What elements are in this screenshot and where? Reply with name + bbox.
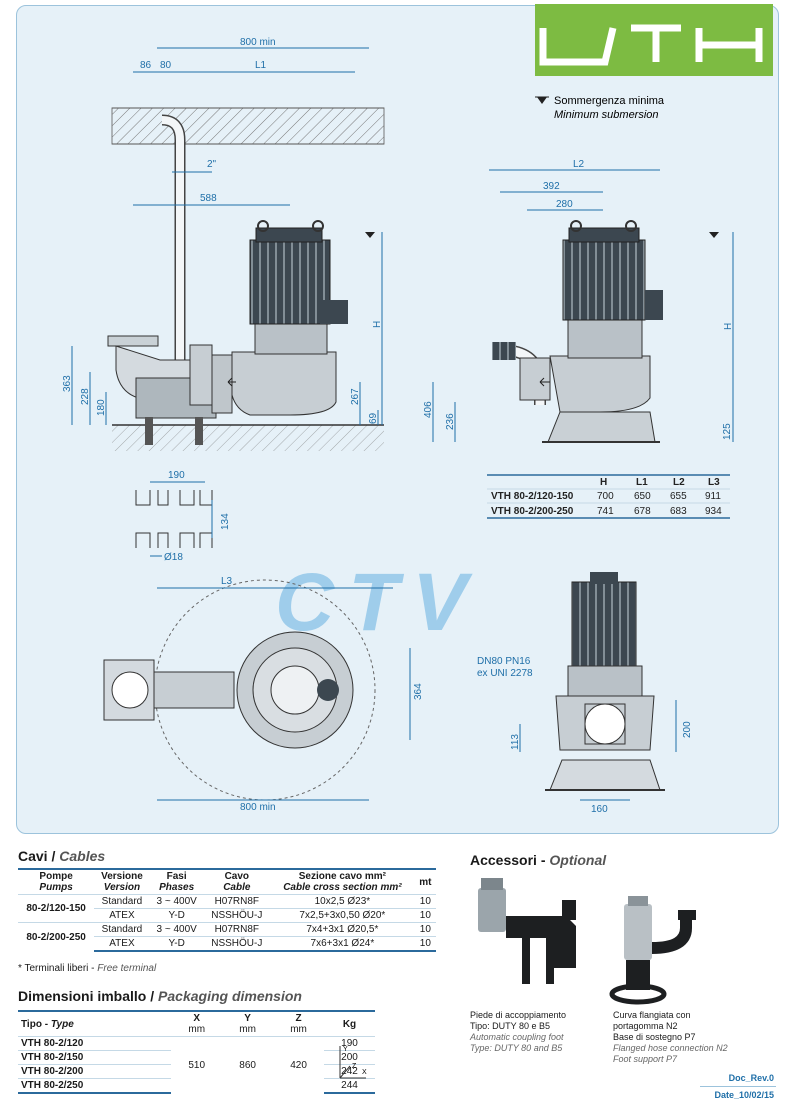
dim-L1: L1 <box>255 60 267 71</box>
xyz-axes-icon: Y Z X <box>339 1046 367 1079</box>
doc-date: Date_10/02/15 <box>714 1090 774 1100</box>
uni-label: ex UNI 2278 <box>477 668 533 679</box>
dim-80: 80 <box>160 60 172 71</box>
dim-363: 363 <box>62 375 73 392</box>
accessories-title: Accessori - Optional <box>470 852 607 868</box>
hl-cell: 911 <box>705 491 721 502</box>
bracket-detail: 190 134 Ø18 <box>135 470 231 563</box>
vth-logo <box>535 4 773 76</box>
dim-180: 180 <box>96 399 107 416</box>
dim-125: 125 <box>722 423 733 440</box>
dim-113: 113 <box>510 734 521 750</box>
dn80-label: DN80 PN16 <box>477 656 531 667</box>
dim-H-left: H <box>372 321 383 328</box>
accessory-2-caption: Curva flangiata con portagomma N2 Base d… <box>613 1010 728 1064</box>
hl-header-L3: L3 <box>708 477 720 488</box>
dim-86: 86 <box>140 60 152 71</box>
dim-228: 228 <box>80 388 91 405</box>
side-view-right: L2 392 280 H 406 236 125 <box>423 159 734 443</box>
dim-190: 190 <box>168 470 185 481</box>
dim-588: 588 <box>200 193 217 204</box>
dim-diam-18: Ø18 <box>164 552 183 563</box>
axis-z-label: Z <box>352 1063 357 1070</box>
hl-row-model: VTH 80-2/120-150 <box>491 491 574 502</box>
coupling-foot-image <box>478 878 576 984</box>
legend-it: Sommergenza minima <box>554 95 665 107</box>
dim-69: 69 <box>368 412 379 424</box>
dim-236: 236 <box>445 413 456 430</box>
col-mt: mt <box>414 868 436 895</box>
hl-header-L1: L1 <box>636 477 648 488</box>
hl-cell: 678 <box>634 506 651 517</box>
hl-header-H: H <box>600 477 607 488</box>
dim-800-min-bottom: 800 min <box>240 802 276 813</box>
hl-cell: 683 <box>670 506 687 517</box>
hl-dimension-table: H L1 L2 L3 VTH 80-2/120-150 700 650 655 … <box>487 474 730 519</box>
vth-logo-mark <box>539 24 763 66</box>
cables-title: Cavi / Cables <box>18 848 106 864</box>
dim-392: 392 <box>543 181 560 192</box>
flanged-curve-image <box>609 896 696 1005</box>
dim-406: 406 <box>423 401 434 418</box>
hl-cell: 934 <box>705 506 722 517</box>
dim-800-min-top: 800 min <box>240 37 276 48</box>
axis-x-label: X <box>362 1069 367 1076</box>
hl-cell: 700 <box>597 491 614 502</box>
axis-y-label: Y <box>343 1046 348 1053</box>
accessory-1-caption: Piede di accoppiamento Tipo: DUTY 80 e B… <box>470 1010 567 1053</box>
side-view-left: 800 min 86 80 L1 2" 588 H 363 228 180 26… <box>62 37 385 451</box>
dim-267: 267 <box>350 388 361 405</box>
doc-revision: Doc_Rev.0 <box>728 1073 774 1083</box>
dim-2-inch: 2" <box>207 159 217 170</box>
hl-cell: 741 <box>597 506 614 517</box>
pump-model: 80-2/200-250 <box>18 922 95 951</box>
top-view: L3 364 800 min <box>103 576 424 813</box>
dim-H-right: H <box>723 323 734 330</box>
hl-row-model: VTH 80-2/200-250 <box>491 506 574 517</box>
dim-280: 280 <box>556 199 573 210</box>
dim-364: 364 <box>413 683 424 700</box>
hl-cell: 655 <box>670 491 687 502</box>
doc-divider <box>700 1086 776 1087</box>
legend-en: Minimum submersion <box>554 109 659 121</box>
dim-200: 200 <box>682 721 693 738</box>
dim-L3: L3 <box>221 576 233 587</box>
hl-cell: 650 <box>634 491 651 502</box>
dim-160: 160 <box>591 804 608 815</box>
terminal-note: * Terminali liberi - Free terminal <box>18 963 157 974</box>
accessories-images <box>478 878 696 1005</box>
dim-L2: L2 <box>573 159 585 170</box>
dim-134: 134 <box>220 513 231 530</box>
hl-header-L2: L2 <box>673 477 685 488</box>
pump-dimension-drawings: Sommergenza minima Minimum submersion 80… <box>62 37 734 815</box>
pump-model: 80-2/120-150 <box>18 894 95 923</box>
submersion-legend: Sommergenza minima Minimum submersion <box>535 95 665 121</box>
front-view: DN80 PN16 ex UNI 2278 113 200 160 <box>477 572 693 815</box>
packaging-title: Dimensioni imballo / Packaging dimension <box>18 988 302 1004</box>
